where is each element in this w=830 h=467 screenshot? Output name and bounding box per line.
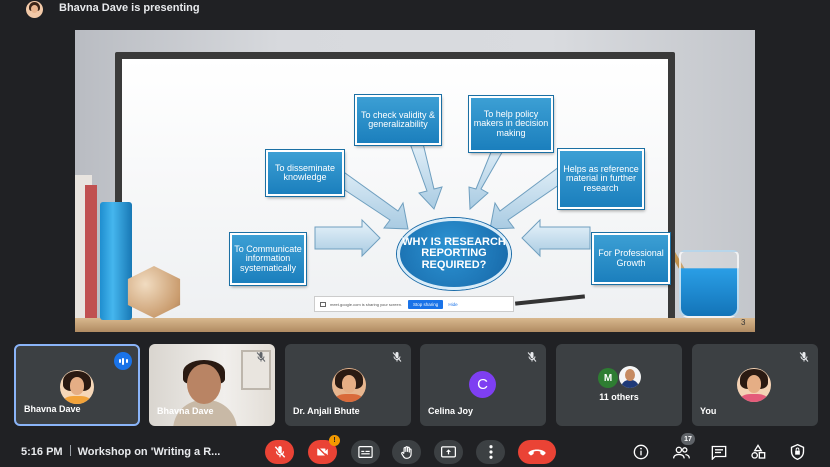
share-notice-text: meet.google.com is sharing your screen. (330, 301, 403, 307)
participant-tile-others[interactable]: M 11 others (556, 344, 682, 426)
participant-initial-avatar: C (469, 371, 496, 398)
activities-button[interactable] (749, 443, 767, 461)
participant-avatar (60, 370, 94, 404)
stop-sharing-button[interactable]: Stop sharing (408, 299, 444, 309)
raise-hand-icon (400, 445, 412, 459)
participant-avatar (332, 368, 366, 402)
participant-name: You (700, 406, 717, 416)
participant-name: Dr. Anjali Bhute (293, 406, 360, 416)
cylinder-decoration (100, 202, 132, 320)
camera-toggle-button[interactable]: ! (308, 435, 340, 464)
more-options-button[interactable] (476, 440, 505, 464)
bottom-control-bar: 5:16 PM Workshop on 'Writing a R... ! (0, 435, 830, 467)
hide-button[interactable]: Hide (448, 301, 458, 307)
captions-button[interactable] (351, 440, 380, 464)
mic-off-icon (392, 352, 402, 362)
meeting-details-button[interactable] (632, 443, 650, 461)
camera-off-icon (316, 446, 329, 458)
books-decoration (75, 175, 115, 320)
participant-tile-you[interactable]: You (692, 344, 818, 426)
reason-box-growth: For Professional Growth (592, 233, 670, 284)
present-button[interactable] (434, 440, 463, 464)
arrow-top-left (406, 134, 443, 210)
chat-button[interactable] (710, 443, 728, 461)
shelf-decoration (75, 318, 755, 332)
shared-screen: To Communicate information systematicall… (75, 30, 755, 332)
activities-icon (751, 444, 766, 459)
captions-icon (358, 446, 373, 458)
hang-up-icon (528, 449, 546, 455)
slide-page-number: 3 (741, 318, 746, 327)
participant-avatar (737, 368, 771, 402)
participant-avatar (619, 366, 641, 388)
arrow-left (314, 218, 381, 258)
people-icon (672, 446, 690, 458)
participant-tile-anjali-bhute[interactable]: Dr. Anjali Bhute (285, 344, 411, 426)
reason-box-disseminate: To disseminate knowledge (266, 150, 344, 196)
reason-box-reference: Helps as reference material in further r… (558, 149, 644, 209)
participant-tile-bhavna-dave[interactable]: Bhavna Dave (14, 344, 140, 426)
participant-name: Bhavna Dave (24, 404, 81, 414)
camera-warning-badge: ! (329, 435, 340, 446)
meeting-title: Workshop on 'Writing a R... (77, 446, 221, 458)
mic-off-icon (256, 352, 266, 362)
mic-toggle-button[interactable] (265, 440, 294, 464)
screen-share-icon (320, 301, 326, 307)
whiteboard: To Communicate information systematicall… (115, 52, 675, 330)
participant-name: Celina Joy (428, 406, 474, 416)
people-count-badge: 17 (681, 433, 695, 445)
jar-decoration (679, 250, 739, 318)
reason-box-communicate: To Communicate information systematicall… (230, 233, 306, 285)
arrow-right (521, 218, 591, 258)
clock-time: 5:16 PM (21, 446, 63, 458)
host-controls-button[interactable] (788, 443, 806, 461)
screen-share-notice: meet.google.com is sharing your screen. … (314, 296, 514, 312)
leave-call-button[interactable] (518, 440, 556, 464)
people-button[interactable] (672, 443, 690, 461)
presenter-avatar (26, 1, 43, 18)
present-screen-icon (441, 445, 456, 457)
mic-off-icon (274, 446, 285, 458)
slide-center-title: WHY IS RESEARCH REPORTING REQUIRED? (397, 218, 511, 290)
host-controls-icon (790, 444, 804, 460)
others-count: 11 others (599, 392, 639, 402)
presenter-bar: Bhavna Dave is presenting (0, 0, 830, 18)
speaking-indicator-icon (114, 352, 132, 370)
slide-content: To Communicate information systematicall… (122, 59, 670, 323)
participant-tile-bhavna-dave-video[interactable]: Bhavna Dave (149, 344, 275, 426)
chat-icon (711, 445, 727, 460)
participant-initial-avatar: M (598, 368, 618, 388)
reason-box-validity: To check validity & generalizability (355, 95, 441, 145)
reason-box-policy: To help policy makers in decision making (469, 96, 553, 152)
presenter-text: Bhavna Dave is presenting (59, 2, 200, 14)
more-vert-icon (488, 445, 493, 459)
raise-hand-button[interactable] (392, 440, 421, 464)
info-icon (633, 444, 649, 460)
participant-tile-celina-joy[interactable]: C Celina Joy (420, 344, 546, 426)
mic-off-icon (527, 352, 537, 362)
participant-name: Bhavna Dave (157, 406, 214, 416)
meeting-info: 5:16 PM Workshop on 'Writing a R... (21, 445, 220, 458)
participant-video (149, 344, 275, 426)
mic-off-icon (799, 352, 809, 362)
